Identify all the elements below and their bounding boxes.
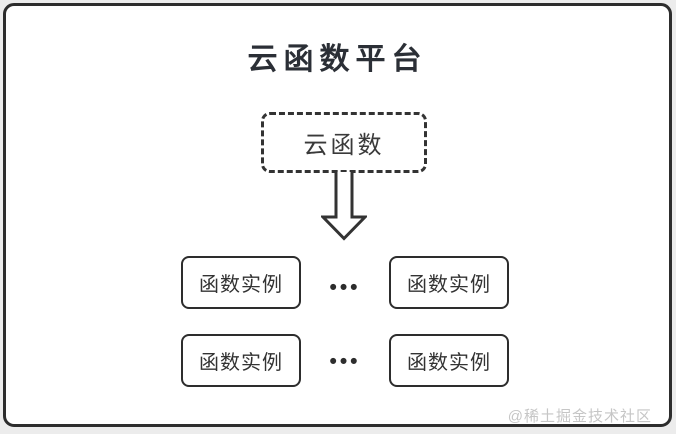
page-title: 云函数平台 (247, 43, 428, 76)
instance-box: 函数实例 (181, 334, 301, 387)
instance-label: 函数实例 (407, 352, 491, 374)
ellipsis: ••• (329, 276, 361, 299)
instance-box: 函数实例 (389, 334, 509, 387)
cloud-function-box: 云函数 (261, 112, 427, 173)
cloud-function-label: 云函数 (303, 132, 385, 159)
down-arrow-icon (321, 172, 367, 241)
watermark: @稀土掘金技术社区 (507, 408, 652, 425)
instance-box: 函数实例 (389, 256, 509, 309)
diagram-canvas: 云函数平台 云函数 函数实例 ••• 函数实例 函数实例 ••• 函数实例 @稀… (3, 3, 672, 427)
instance-box: 函数实例 (181, 256, 301, 309)
instance-label: 函数实例 (199, 352, 283, 374)
instance-label: 函数实例 (199, 274, 283, 296)
instance-label: 函数实例 (407, 274, 491, 296)
ellipsis: ••• (329, 350, 361, 373)
